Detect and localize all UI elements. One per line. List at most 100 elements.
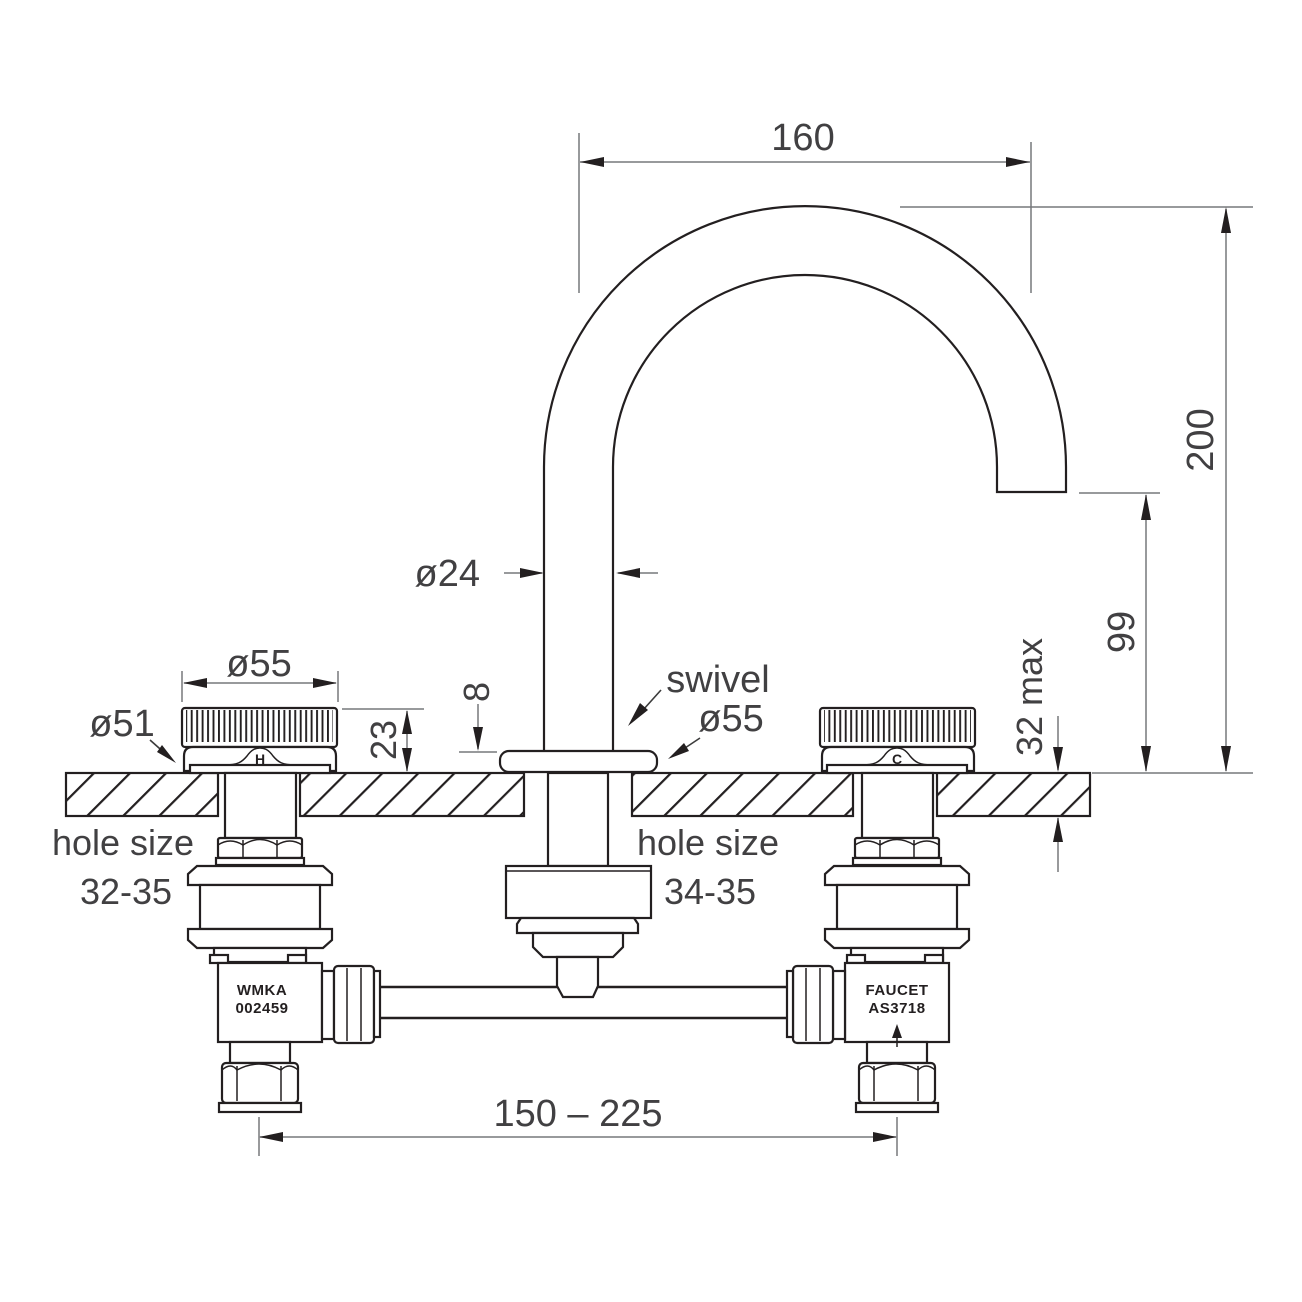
bench-segment	[935, 771, 1092, 818]
body-cylinder	[198, 883, 322, 931]
note-line2: 34-35	[664, 871, 756, 912]
note-line1: hole size	[637, 822, 779, 863]
tail-nut-rim	[854, 1101, 940, 1114]
body-cylinder	[835, 883, 959, 931]
inlet-pipe	[380, 985, 787, 1020]
block-tab	[208, 953, 230, 965]
arrowhead	[668, 743, 689, 759]
retainer-flange	[515, 916, 640, 935]
dim-spout-reach: 160	[578, 117, 1032, 293]
spout-outline	[542, 204, 1068, 754]
flow-direction-arrow-head	[892, 1024, 902, 1038]
body-stamp-line1: FAUCET	[866, 982, 929, 999]
bench-segment	[64, 771, 220, 818]
dim-label: ø55	[226, 643, 291, 685]
body-stamp-line2: AS3718	[868, 1000, 925, 1017]
bench-segment	[298, 771, 526, 818]
spout-shank-assembly	[504, 771, 653, 999]
valve-shank	[223, 771, 298, 840]
hot-indicator-letter: H	[255, 751, 265, 767]
inlet-spigot	[555, 955, 600, 999]
dim-label: 150 – 225	[493, 1093, 662, 1135]
label-swivel: swivel	[628, 659, 770, 726]
tail-nut-rim	[217, 1101, 303, 1114]
bench-segment	[630, 771, 855, 818]
upper-flange	[823, 864, 971, 887]
arrowhead	[580, 157, 604, 167]
block-tab	[845, 953, 867, 965]
block-tab	[923, 953, 945, 965]
tail-nut	[220, 1061, 300, 1105]
dim-handle-diameter: ø55	[181, 643, 339, 702]
dim-outlet-height: 99	[1079, 492, 1160, 772]
dim-label: 23	[363, 720, 404, 760]
dim-label: 8	[456, 682, 497, 702]
block-tab	[286, 953, 308, 965]
upper-flange	[186, 864, 334, 887]
valve-shank	[860, 771, 935, 840]
arrowhead	[873, 1132, 897, 1142]
arrowhead	[259, 1132, 283, 1142]
dim-bench-thickness: 32 max	[1009, 638, 1063, 872]
dim-label: ø24	[415, 553, 480, 595]
swivel-retainer-cylinder	[504, 864, 653, 920]
dim-label: 32 max	[1009, 638, 1050, 756]
dim-inlet-centres: 150 – 225	[258, 1093, 898, 1156]
compression-washer	[372, 969, 382, 1039]
dim-spout-base-height: 8	[456, 682, 497, 753]
swivel-label: swivel	[666, 659, 769, 701]
arrowhead	[520, 568, 544, 578]
arrowhead	[313, 678, 337, 688]
note-hole-size-centre: hole size 34-35	[637, 822, 779, 912]
handle-knurl-texture	[186, 710, 333, 742]
dim-label: ø55	[698, 698, 763, 740]
handle-knurl-texture	[824, 710, 971, 742]
dim-spout-height: 200	[900, 206, 1253, 772]
dim-label: ø51	[89, 703, 154, 745]
arrowhead	[473, 727, 483, 751]
lower-flange	[186, 927, 334, 950]
compression-nut	[791, 964, 835, 1045]
arrowhead	[402, 710, 412, 734]
arrowhead	[1053, 817, 1063, 842]
tail-nut	[857, 1061, 937, 1105]
outlet-port-stub	[320, 969, 336, 1041]
dim-label: 200	[1180, 408, 1222, 471]
dim-handle-height: 23	[342, 708, 424, 772]
label-spout-base-diameter: ø55	[668, 698, 764, 759]
note-line2: 32-35	[80, 871, 172, 912]
handle-skirt-wave	[189, 747, 331, 766]
arrowhead	[402, 748, 412, 772]
hot-valve-body: WMKA 002459	[186, 771, 382, 1114]
lower-flange	[823, 927, 971, 950]
bench-cross-section	[64, 771, 1253, 818]
compression-nut	[332, 964, 376, 1045]
handle-skirt-wave	[826, 747, 968, 766]
arrowhead	[1006, 157, 1030, 167]
backnut-facets	[854, 838, 940, 846]
tailpiece	[228, 1040, 292, 1065]
tail-nut-facets	[858, 1063, 936, 1071]
arrowhead	[1221, 746, 1231, 772]
arrowhead	[1053, 747, 1063, 772]
washer	[851, 856, 943, 867]
label-handle-base-diameter: ø51	[89, 703, 176, 763]
cold-handle: C	[818, 706, 977, 775]
spout-shank	[546, 771, 610, 868]
note-hole-size-left: hole size 32-35	[52, 822, 194, 912]
arrowhead	[1141, 746, 1151, 772]
outlet-port-stub	[831, 969, 847, 1041]
body-stamp-line1: WMKA	[237, 982, 287, 999]
valve-block	[216, 961, 324, 1044]
body-stamp-line2: 002459	[235, 1000, 288, 1017]
arrowhead	[1221, 207, 1231, 233]
arrowhead	[183, 678, 207, 688]
dim-label: 99	[1101, 611, 1143, 653]
washer	[214, 856, 306, 867]
cold-indicator-letter: C	[892, 751, 902, 767]
swivel-spout	[498, 204, 1068, 774]
cold-valve-body: FAUCET AS3718	[785, 771, 971, 1114]
arrowhead	[628, 703, 648, 726]
